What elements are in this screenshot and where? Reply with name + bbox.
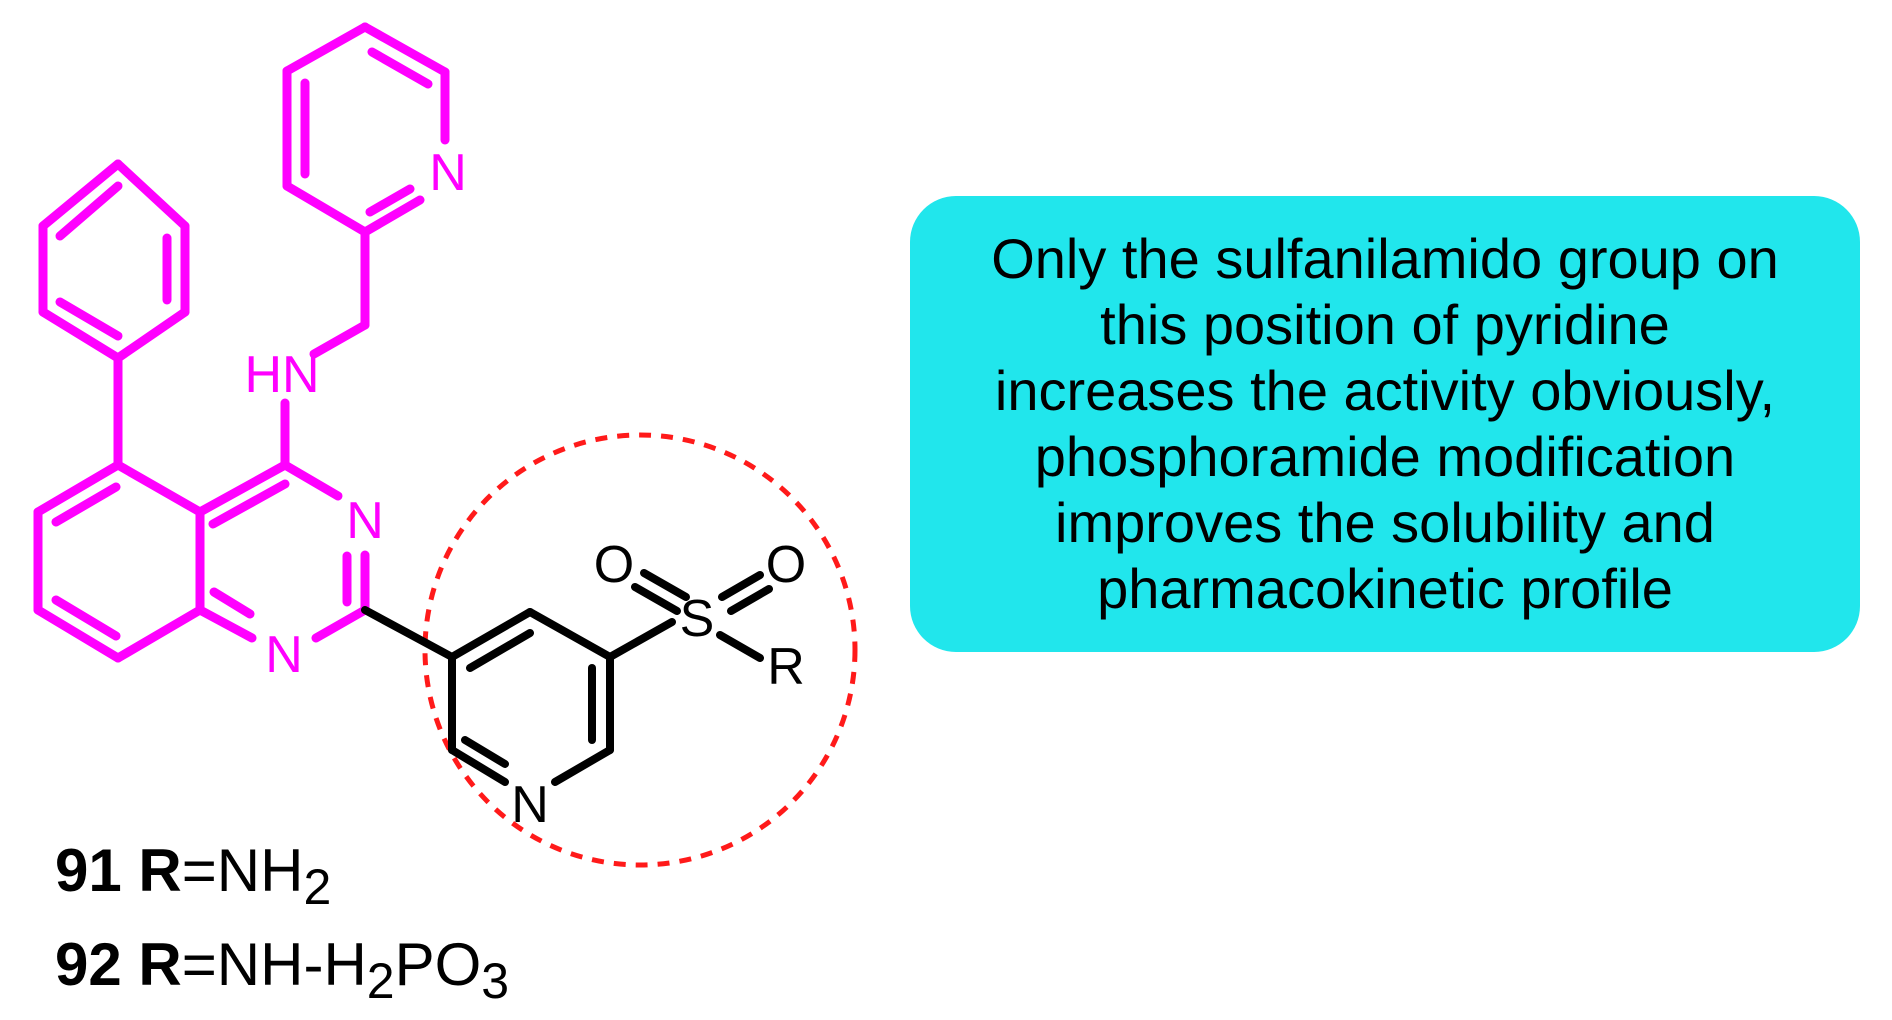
callout-line: increases the activity obviously, (994, 359, 1776, 422)
r-definition: =NH-H (181, 931, 367, 998)
compound-id: 92 (55, 931, 122, 998)
atom-sulfonyl-o2: O (766, 536, 806, 594)
atom-sulfonyl-o1: O (594, 536, 634, 594)
atom-labels: N HN N N N O O S R (244, 144, 806, 834)
chemical-structure: N HN N N N O O S R (33, 22, 858, 868)
callout-box: Only the sulfanilamido group on this pos… (910, 196, 1860, 652)
subscript: 2 (303, 859, 332, 915)
scaffold-bonds (33, 22, 450, 663)
subscript: 2 (366, 953, 395, 1009)
atom-quinazoline-n3: N (346, 492, 384, 550)
compound-92: 92 R=NH-H2PO3 (55, 926, 509, 1020)
substituent-bonds (361, 569, 773, 786)
callout-line: Only the sulfanilamido group on (991, 227, 1779, 290)
callout-line: phosphoramide modification (1034, 425, 1736, 488)
callout-line: this position of pyridine (1100, 293, 1670, 356)
compound-list: 91 R=NH2 92 R=NH-H2PO3 (55, 832, 509, 1020)
callout-line: improves the solubility and (1055, 491, 1715, 554)
highlight-circle (422, 432, 858, 868)
r-definition: =NH (181, 837, 304, 904)
callout-line: pharmacokinetic profile (1097, 557, 1673, 620)
atom-r-group: R (767, 638, 805, 696)
subscript: 3 (481, 953, 510, 1009)
r-label: R (138, 837, 182, 904)
r-label: R (138, 931, 182, 998)
atom-quinazoline-n1: N (265, 626, 303, 684)
callout-text: Only the sulfanilamido group on this pos… (977, 216, 1793, 632)
compound-91: 91 R=NH2 (55, 832, 509, 926)
r-definition-rest: PO (394, 931, 482, 998)
compound-id: 91 (55, 837, 122, 904)
atom-pyridine-n: N (511, 776, 549, 834)
atom-pyridyl-n: N (429, 144, 467, 202)
atom-amine-nh: HN (244, 346, 319, 404)
atom-sulfur: S (680, 590, 715, 648)
